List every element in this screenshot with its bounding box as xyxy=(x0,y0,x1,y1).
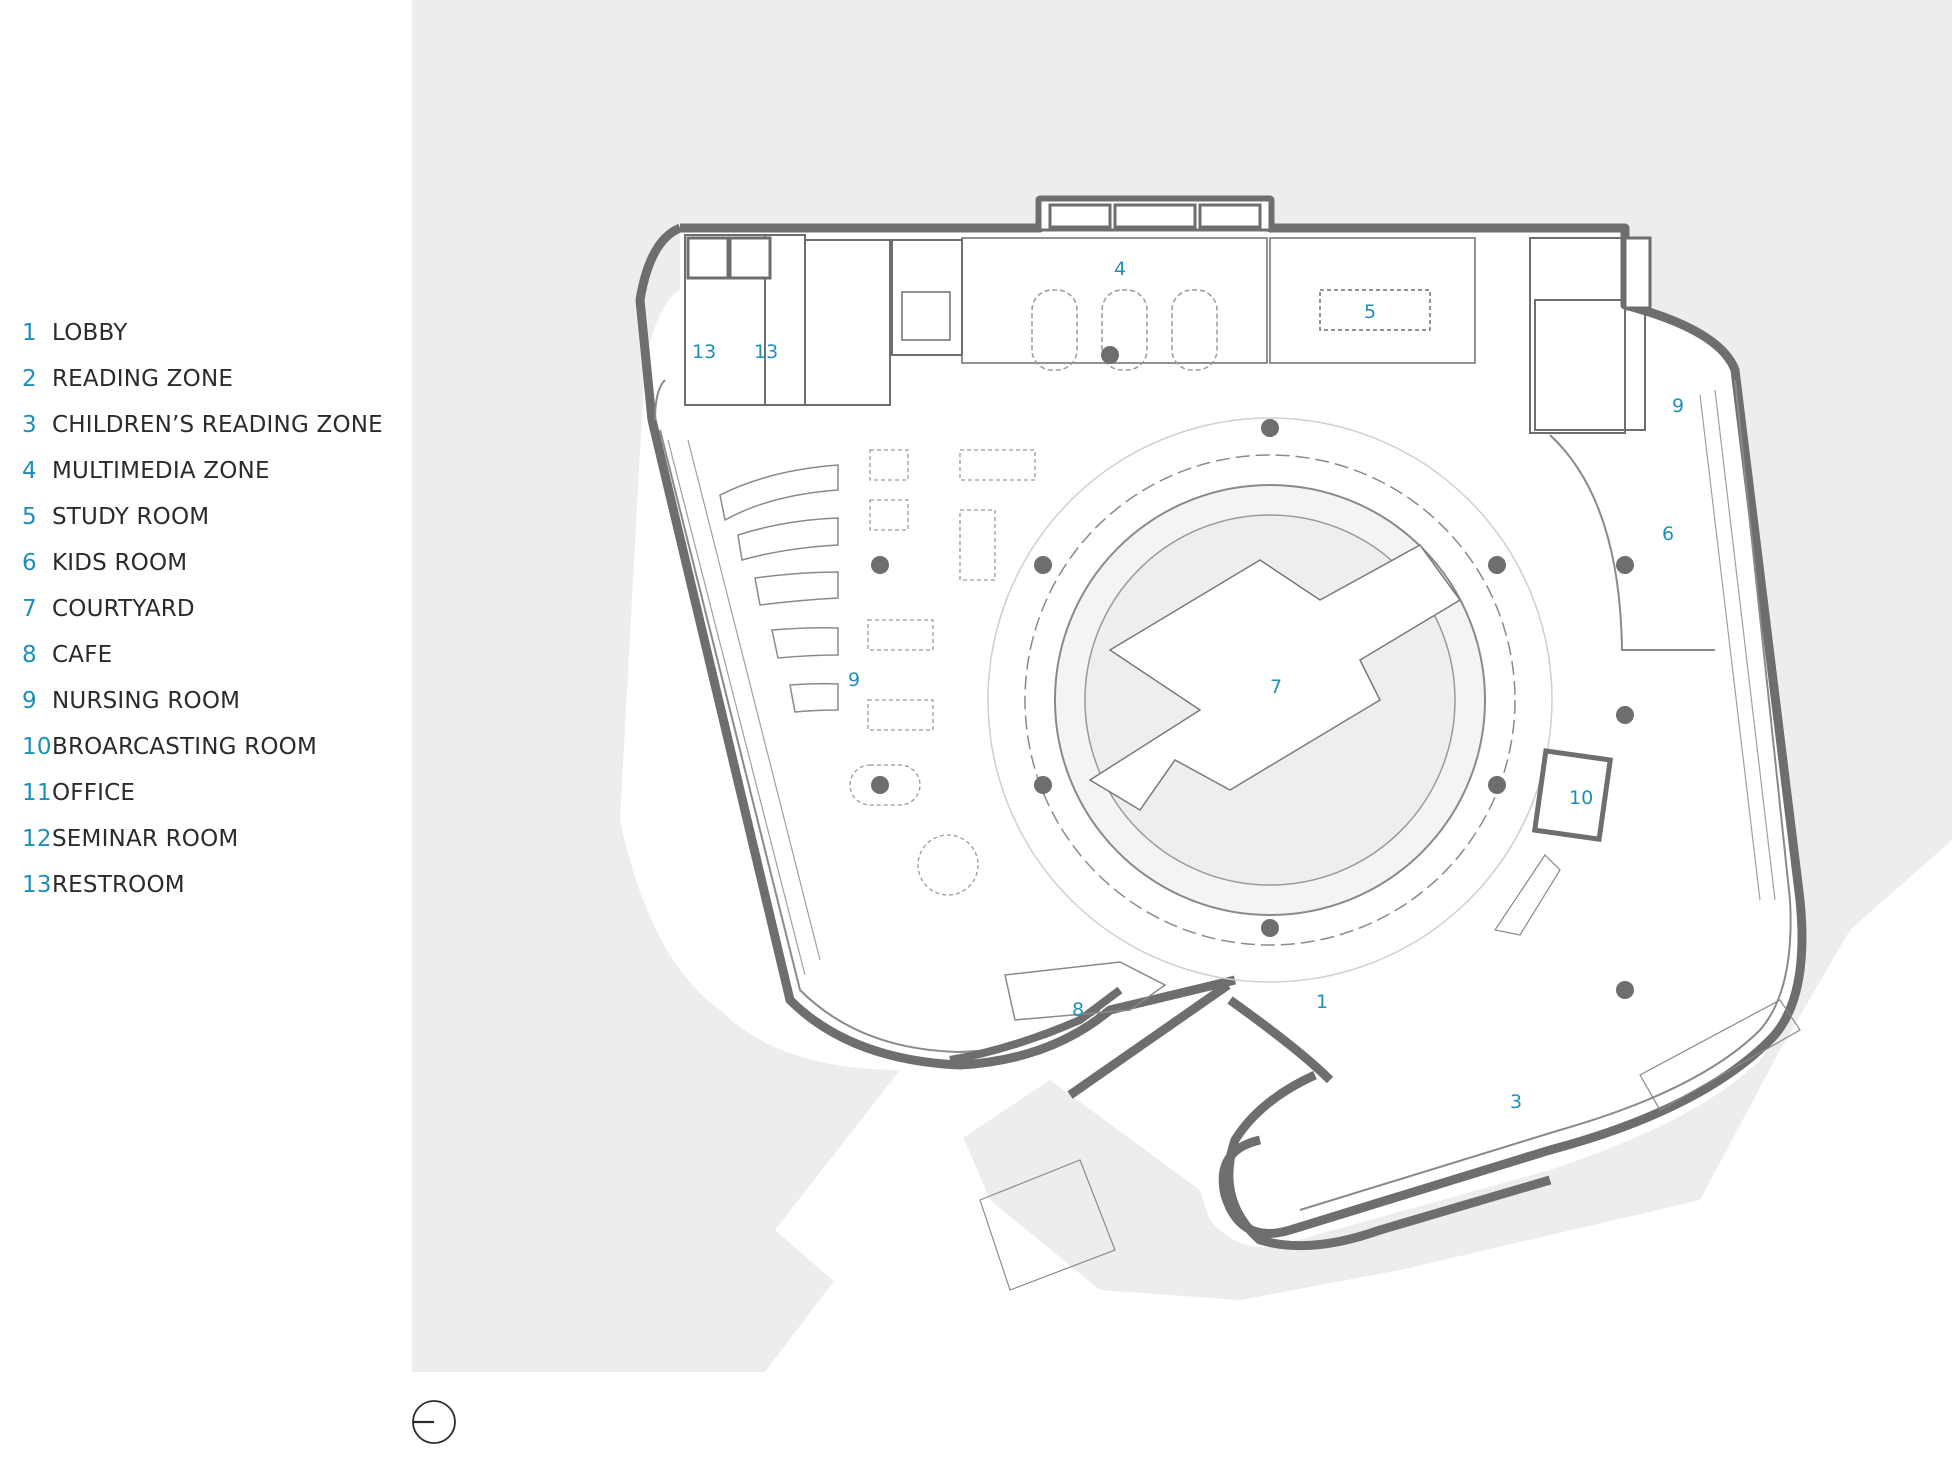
legend-item-nursing-room: 9 NURSING ROOM xyxy=(22,678,402,724)
room-label-restroom-a: 13 xyxy=(692,341,716,363)
legend-item-broadcasting-room: 10 BROARCASTING ROOM xyxy=(22,724,402,770)
room-label-nursing-left: 9 xyxy=(848,669,860,691)
childrens-zone-wall xyxy=(1224,1070,1552,1251)
legend-number: 7 xyxy=(22,596,37,622)
room-label-nursing-right: 9 xyxy=(1672,395,1684,417)
courtyard xyxy=(987,417,1553,983)
perimeter-band-left xyxy=(667,439,821,976)
legend-number: 11 xyxy=(22,780,52,806)
broadcasting-room xyxy=(1531,748,1614,843)
legend-label: COURTYARD xyxy=(52,596,195,622)
legend-item-childrens-reading-zone: 3 CHILDREN’S READING ZONE xyxy=(22,402,402,448)
legend-number: 13 xyxy=(22,872,52,898)
legend-item-multimedia-zone: 4 MULTIMEDIA ZONE xyxy=(22,448,402,494)
cafe-wall xyxy=(949,986,1123,1064)
legend-label: NURSING ROOM xyxy=(52,688,241,714)
room-label-lobby: 1 xyxy=(1316,991,1328,1013)
courtyard-seating-ring xyxy=(1024,454,1516,946)
multimedia-tables xyxy=(1031,289,1218,371)
legend-number: 10 xyxy=(22,734,52,760)
columns xyxy=(871,346,1634,999)
room-label-childrens-reading: 3 xyxy=(1510,1091,1522,1113)
stairs xyxy=(979,854,1801,1291)
legend-number: 4 xyxy=(22,458,37,484)
legend-label: RESTROOM xyxy=(52,872,185,898)
legend-label: LOBBY xyxy=(52,320,128,346)
courtyard-outer-ring xyxy=(987,417,1553,983)
legend-item-seminar-room: 12 SEMINAR ROOM xyxy=(22,816,402,862)
north-arrow-icon xyxy=(412,1400,456,1444)
room-label-restroom-b: 13 xyxy=(754,341,778,363)
legend-label: CAFE xyxy=(52,642,113,668)
legend-label: CHILDREN’S READING ZONE xyxy=(52,412,383,438)
legend-label: OFFICE xyxy=(52,780,136,806)
cafe-counter xyxy=(1004,961,1167,1021)
legend-item-lobby: 1 LOBBY xyxy=(22,310,402,356)
legend-label: BROARCASTING ROOM xyxy=(52,734,318,760)
legend-item-office: 11 OFFICE xyxy=(22,770,402,816)
room-labels: 1 3 4 5 6 7 8 9 9 10 13 13 xyxy=(692,258,1684,1113)
legend-item-restroom: 13 RESTROOM xyxy=(22,862,402,908)
legend-label: SEMINAR ROOM xyxy=(52,826,239,852)
legend-number: 8 xyxy=(22,642,37,668)
room-label-study: 5 xyxy=(1364,301,1376,323)
kids-room-wall xyxy=(1549,434,1715,651)
room-label-multimedia: 4 xyxy=(1114,258,1126,280)
top-rooms xyxy=(684,198,1652,434)
courtyard-ramp xyxy=(1088,544,1462,812)
reading-tables xyxy=(849,449,1036,896)
legend-item-courtyard: 7 COURTYARD xyxy=(22,586,402,632)
legend: 1 LOBBY 2 READING ZONE 3 CHILDREN’S READ… xyxy=(22,310,402,908)
room-label-broadcasting: 10 xyxy=(1569,787,1593,809)
legend-label: STUDY ROOM xyxy=(52,504,210,530)
legend-number: 2 xyxy=(22,366,37,392)
legend-number: 1 xyxy=(22,320,37,346)
room-label-cafe: 8 xyxy=(1072,999,1084,1021)
perimeter-band-right xyxy=(1699,389,1776,901)
legend-item-kids-room: 6 KIDS ROOM xyxy=(22,540,402,586)
legend-number: 6 xyxy=(22,550,37,576)
legend-label: KIDS ROOM xyxy=(52,550,188,576)
room-label-courtyard: 7 xyxy=(1270,676,1282,698)
legend-item-cafe: 8 CAFE xyxy=(22,632,402,678)
legend-label: MULTIMEDIA ZONE xyxy=(52,458,270,484)
legend-number: 3 xyxy=(22,412,37,438)
room-label-kids: 6 xyxy=(1662,523,1674,545)
legend-number: 9 xyxy=(22,688,37,714)
reading-shelves xyxy=(719,464,839,713)
legend-number: 12 xyxy=(22,826,52,852)
legend-item-reading-zone: 2 READING ZONE xyxy=(22,356,402,402)
legend-number: 5 xyxy=(22,504,37,530)
legend-item-study-room: 5 STUDY ROOM xyxy=(22,494,402,540)
legend-label: READING ZONE xyxy=(52,366,234,392)
cafe xyxy=(949,961,1167,1064)
